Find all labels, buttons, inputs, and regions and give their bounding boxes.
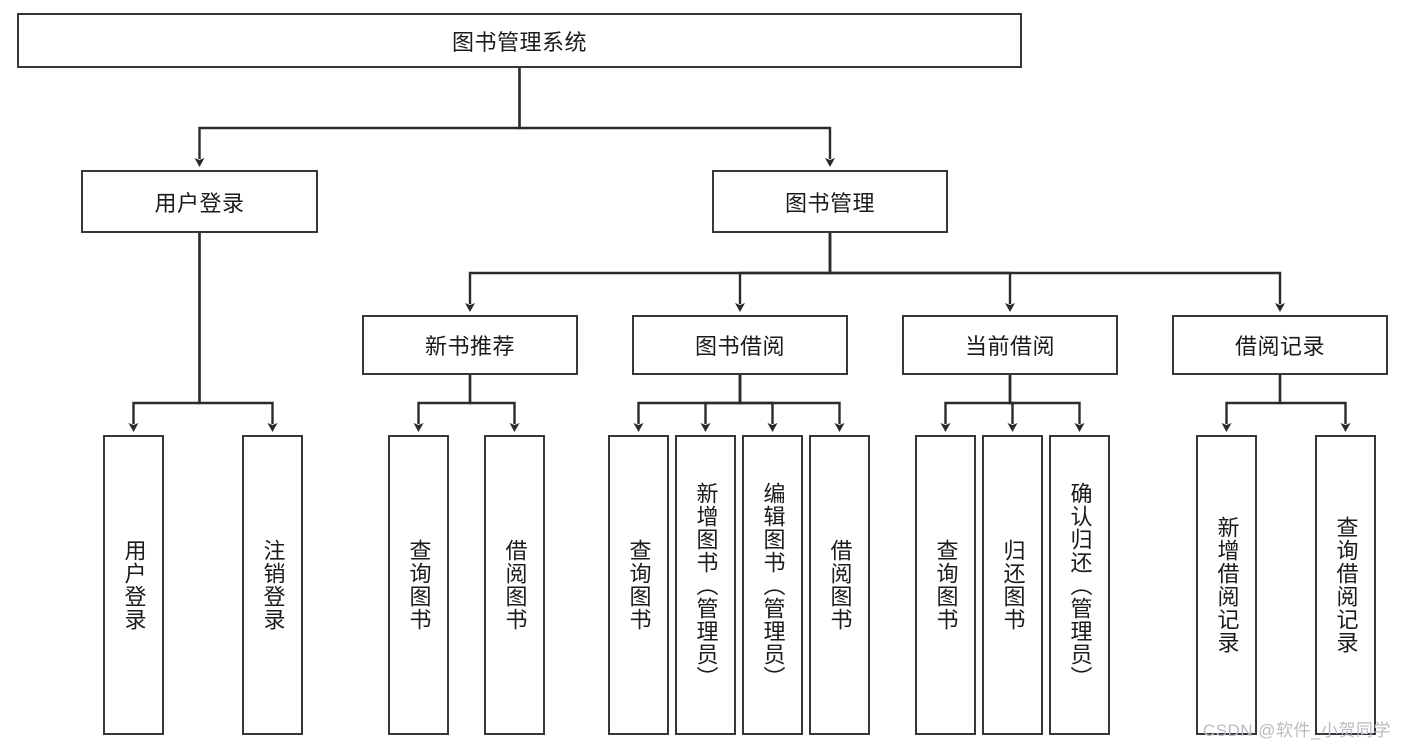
connector-bookmgmt-to-records — [828, 233, 1285, 312]
node-leaf-nb-borrow[interactable]: 借阅图书 — [484, 435, 545, 735]
connector-group — [128, 68, 1351, 432]
node-label: 用户登录 — [121, 539, 147, 631]
watermark-text: CSDN @软件_小贺同学 — [1202, 721, 1391, 740]
connector-borrow-to-leaf-bk-query — [633, 375, 742, 432]
connector-records-to-leaf-rc-add — [1221, 375, 1282, 432]
node-label: 归还图书 — [1000, 539, 1026, 631]
node-label: 图书管理 — [784, 190, 875, 216]
node-leaf-nb-query[interactable]: 查询图书 — [388, 435, 449, 735]
connector-login-to-leaf-login — [128, 233, 201, 432]
connector-borrow-to-leaf-bk-add — [700, 375, 742, 432]
node-borrow[interactable]: 图书借阅 — [632, 315, 848, 375]
connector-records-to-leaf-rc-query — [1278, 375, 1351, 432]
node-label: 新书推荐 — [424, 334, 515, 359]
connector-login-to-leaf-logout — [198, 233, 278, 432]
node-label: 用户登录 — [154, 190, 245, 216]
node-leaf-cu-query[interactable]: 查询图书 — [915, 435, 976, 735]
node-leaf-login[interactable]: 用户登录 — [103, 435, 164, 735]
node-label: 注销登录 — [260, 539, 286, 631]
connector-root-to-login — [194, 68, 521, 167]
node-label: 图书借阅 — [694, 334, 785, 359]
node-label: 借阅记录 — [1234, 334, 1325, 359]
node-records[interactable]: 借阅记录 — [1172, 315, 1388, 375]
connector-current-to-leaf-cu-query — [940, 375, 1012, 432]
node-label: 查询借阅记录 — [1333, 516, 1359, 654]
connector-bookmgmt-to-current — [828, 233, 1015, 312]
node-bookmgmt[interactable]: 图书管理 — [712, 170, 948, 233]
node-newbook[interactable]: 新书推荐 — [362, 315, 578, 375]
node-label: 查询图书 — [933, 539, 959, 631]
node-label: 图书管理系统 — [451, 29, 587, 55]
node-login[interactable]: 用户登录 — [81, 170, 318, 233]
connector-root-to-bookmgmt — [518, 68, 835, 167]
node-leaf-bk-edit[interactable]: 编辑图书（管理员） — [742, 435, 803, 735]
node-leaf-logout[interactable]: 注销登录 — [242, 435, 303, 735]
node-label: 借阅图书 — [827, 539, 853, 631]
node-label: 确认归还（管理员） — [1067, 481, 1093, 689]
connector-newbook-to-leaf-nb-borrow — [468, 375, 520, 432]
node-leaf-bk-add[interactable]: 新增图书（管理员） — [675, 435, 736, 735]
node-leaf-cu-conf[interactable]: 确认归还（管理员） — [1049, 435, 1110, 735]
node-label: 当前借阅 — [964, 334, 1055, 359]
node-label: 新增图书（管理员） — [693, 481, 719, 689]
connector-bookmgmt-to-newbook — [465, 233, 832, 312]
node-current[interactable]: 当前借阅 — [902, 315, 1118, 375]
node-label: 借阅图书 — [502, 539, 528, 631]
connector-borrow-to-leaf-bk-borrow — [738, 375, 845, 432]
node-label: 新增借阅记录 — [1214, 516, 1240, 654]
node-leaf-rc-query[interactable]: 查询借阅记录 — [1315, 435, 1376, 735]
connector-bookmgmt-to-borrow — [735, 233, 832, 312]
node-root[interactable]: 图书管理系统 — [17, 13, 1022, 68]
node-label: 编辑图书（管理员） — [760, 481, 786, 689]
connector-newbook-to-leaf-nb-query — [413, 375, 472, 432]
connector-current-to-leaf-cu-conf — [1008, 375, 1085, 432]
node-leaf-bk-query[interactable]: 查询图书 — [608, 435, 669, 735]
node-label: 查询图书 — [406, 539, 432, 631]
node-leaf-rc-add[interactable]: 新增借阅记录 — [1196, 435, 1257, 735]
node-label: 查询图书 — [626, 539, 652, 631]
connector-borrow-to-leaf-bk-edit — [738, 375, 778, 432]
node-leaf-bk-borrow[interactable]: 借阅图书 — [809, 435, 870, 735]
node-leaf-cu-return[interactable]: 归还图书 — [982, 435, 1043, 735]
